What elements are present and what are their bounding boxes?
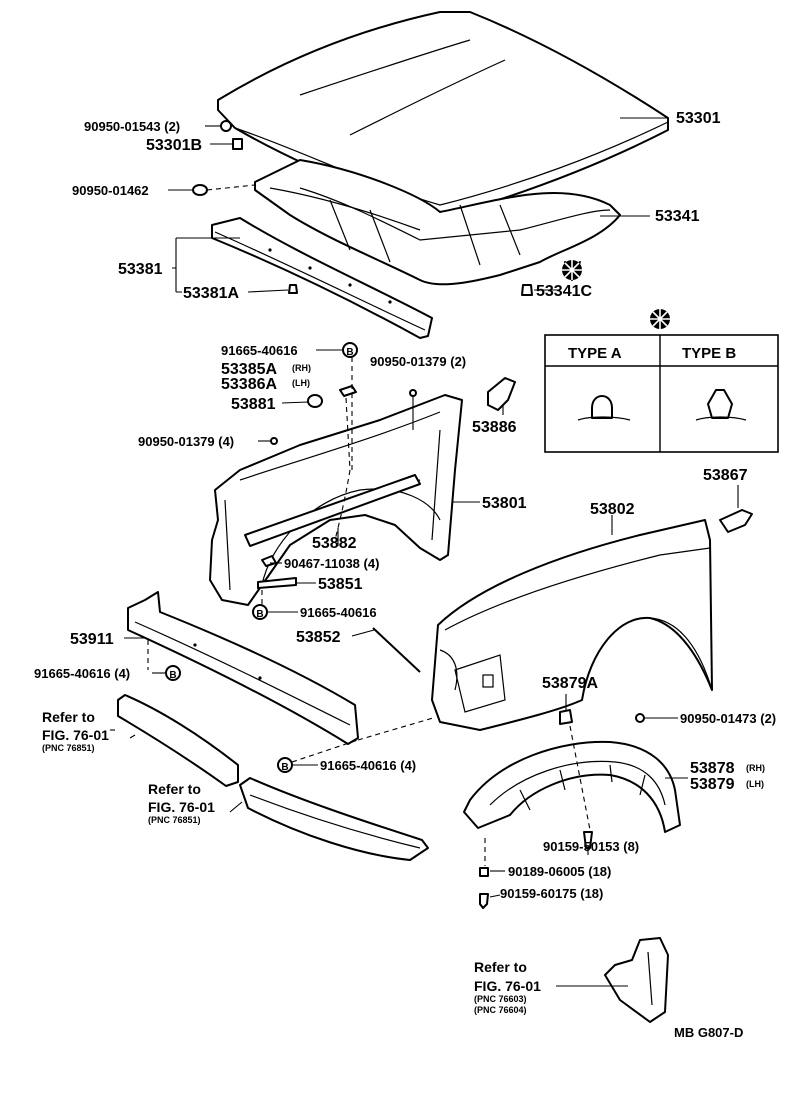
inset-type-b-label: TYPE B [682,345,736,362]
label-53385a: 53385A [221,361,277,378]
svg-text:FIG. 76-01: FIG. 76-01 [148,799,215,815]
fender-liner-53878[interactable] [463,740,681,833]
svg-text:FIG. 76-01: FIG. 76-01 [474,978,541,994]
label-90189-06005: 90189-06005 (18) [508,864,611,879]
label-53879: 53879 [690,776,735,793]
label-53381: 53381 [118,261,163,278]
hood-insulator-53341[interactable] [254,159,621,286]
label-rh-1: (RH) [292,363,311,373]
drawing-code: MB G807-D [674,1025,743,1040]
svg-text:(PNC 76603): (PNC 76603) [474,994,527,1004]
hood-lock-support-53381[interactable] [211,217,433,339]
clip-star-icon [562,260,582,280]
label-53882: 53882 [312,535,357,552]
label-91665-40616-d: 91665-40616 (4) [320,758,416,773]
front-spoiler-lower [239,777,429,861]
clip-type-inset: TYPE A TYPE B [544,334,779,453]
svg-text:FIG. 76-01: FIG. 76-01 [42,727,109,743]
svg-text:(PNC 76851): (PNC 76851) [42,743,95,753]
label-90950-01462: 90950-01462 [72,183,149,198]
label-53386a: 53386A [221,376,277,393]
svg-text:B: B [169,670,176,681]
label-91665-40616-b: 91665-40616 [300,605,377,620]
label-lh-1: (LH) [292,378,310,388]
label-53879a: 53879A [542,675,598,692]
inset-star-icon [650,309,670,329]
label-53851: 53851 [318,576,363,593]
part-labels: 53301 90950-01543 (2) 53301B 90950-01462… [34,110,776,1040]
label-53801: 53801 [482,495,527,512]
label-90159-50153: 90159-50153 (8) [543,839,639,854]
label-53886: 53886 [472,419,517,436]
label-53341: 53341 [655,208,700,225]
label-53881: 53881 [231,396,276,413]
label-53911: 53911 [70,631,114,648]
brace-53882[interactable] [244,474,421,547]
label-53341c: 53341C [536,283,592,300]
label-53802: 53802 [590,501,635,518]
label-53301: 53301 [676,110,721,127]
bracket-53886[interactable] [487,377,516,411]
svg-text:Refer to: Refer to [474,959,527,975]
label-90950-01379-a: 90950-01379 (2) [370,354,466,369]
label-91665-40616-a: 91665-40616 [221,343,298,358]
label-91665-40616-c: 91665-40616 (4) [34,666,130,681]
apron-53801[interactable] [209,394,463,606]
label-53878: 53878 [690,760,735,777]
bracket-53867[interactable] [719,509,753,533]
type-a-clip-icon [591,395,613,419]
svg-text:B: B [281,762,288,773]
label-rh-2: (RH) [746,763,765,773]
front-spoiler-upper [117,694,239,787]
svg-text:(PNC 76604): (PNC 76604) [474,1005,527,1015]
leader-lines [110,117,739,987]
svg-text:B: B [256,609,263,620]
svg-text:Refer to: Refer to [148,781,201,797]
label-90950-01379-b: 90950-01379 (4) [138,434,234,449]
label-53867: 53867 [703,467,748,484]
label-lh-2: (LH) [746,779,764,789]
reference-note-3: Refer to FIG. 76-01 (PNC 76603) (PNC 766… [474,959,541,1015]
label-90950-01543: 90950-01543 (2) [84,119,180,134]
label-53852: 53852 [296,629,341,646]
svg-text:(PNC 76851): (PNC 76851) [148,815,201,825]
reference-note-1: Refer to FIG. 76-01 (PNC 76851) [42,709,109,753]
type-b-clip-icon [707,389,733,419]
label-53381a: 53381A [183,285,239,302]
label-90950-01473: 90950-01473 (2) [680,711,776,726]
svg-text:B: B [346,347,353,358]
reference-note-2: Refer to FIG. 76-01 (PNC 76851) [148,781,215,825]
bumper-reinforcement-53911[interactable] [127,591,359,745]
front-fender-53802[interactable] [431,519,713,731]
label-53301b: 53301B [146,137,202,154]
label-90467-11038: 90467-11038 (4) [284,556,379,571]
mudguard [604,937,669,1023]
svg-text:Refer to: Refer to [42,709,95,725]
label-90159-60175: 90159-60175 (18) [500,886,603,901]
inset-type-a-label: TYPE A [568,345,622,362]
